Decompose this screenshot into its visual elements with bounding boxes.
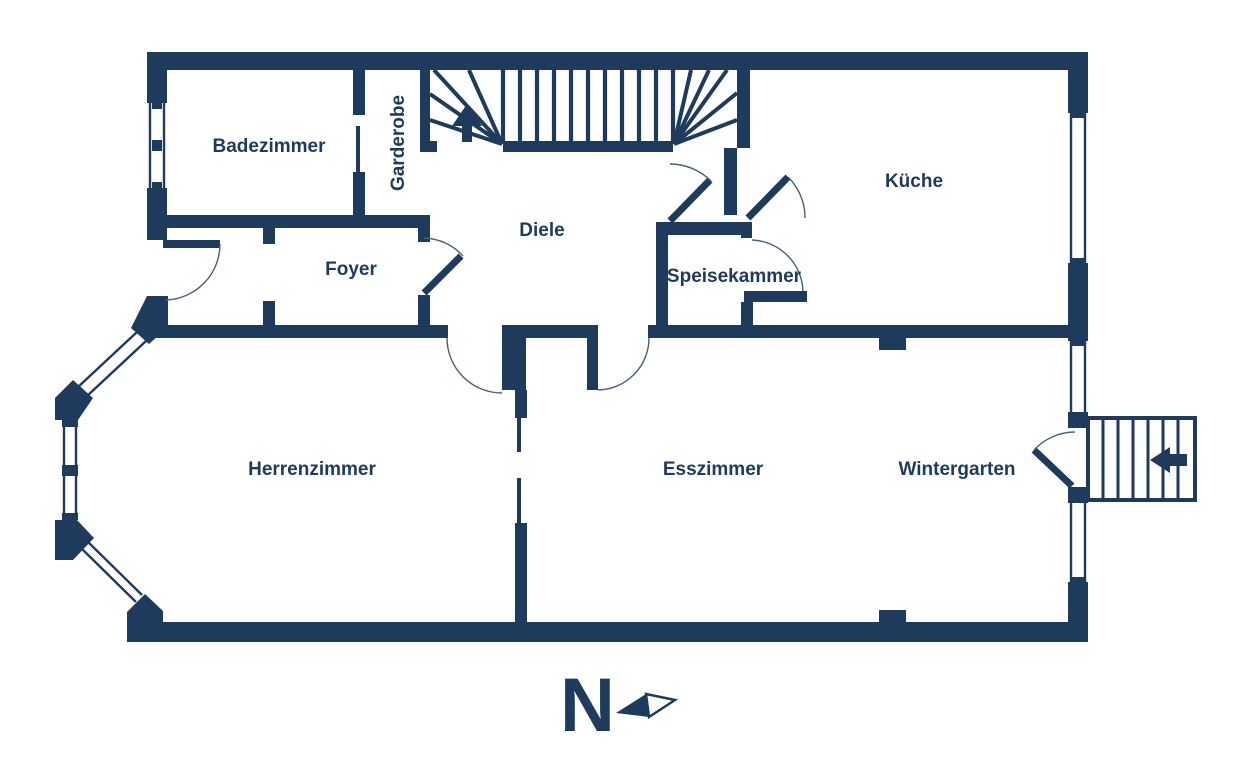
window-kueche-east: [1068, 113, 1088, 263]
wall-west-mid: [147, 188, 167, 240]
bay-post-c: [55, 520, 94, 560]
wall-east-2: [1068, 263, 1088, 341]
window-wintergarten-upper: [1068, 341, 1088, 412]
stair-wall-east: [737, 70, 750, 148]
interior-walls: [147, 70, 1088, 622]
divider-thin-2: [517, 478, 521, 523]
bay-window-bottom: [79, 539, 143, 603]
room-label-diele: Diele: [519, 220, 564, 241]
wall-east-5: [1068, 582, 1088, 642]
wall-garderobe-west-upper: [353, 70, 365, 115]
room-label-esszimmer: Esszimmer: [663, 459, 764, 480]
wall-west-upper: [147, 52, 167, 103]
bay-window-middle: [62, 420, 78, 520]
stair-treads: [500, 70, 676, 141]
wall-mid-left: [147, 325, 448, 338]
wall-south: [146, 622, 1088, 642]
window-wintergarten-lower: [1068, 503, 1088, 582]
room-label-foyer: Foyer: [325, 259, 377, 280]
entrance-door: [163, 240, 221, 301]
stair-wall-west: [420, 70, 430, 142]
divider-thin-1: [517, 418, 521, 452]
room-label-garderobe: Garderobe: [388, 95, 409, 191]
main-staircase: [428, 68, 739, 152]
compass-needle-icon: [616, 692, 679, 720]
wall-foyer-east-upper: [418, 228, 430, 242]
stair-bottom-rail: [503, 141, 673, 152]
divider-lower: [515, 523, 527, 622]
north-letter: N: [560, 663, 615, 748]
wintergarten-door: [1031, 431, 1076, 489]
room-label-badezimmer: Badezimmer: [213, 136, 327, 157]
divider-upper: [515, 390, 527, 418]
divider-post-right: [587, 338, 598, 390]
wall-east-3: [1068, 412, 1088, 428]
speisekammer-post: [741, 222, 752, 238]
room-label-speisekammer: Speisekammer: [667, 266, 802, 287]
wall-badezimmer-south: [147, 215, 430, 228]
wall-east-4: [1068, 487, 1088, 503]
room-labels: Badezimmer Küche Diele Foyer Speisekamme…: [213, 95, 1016, 480]
stair-winder-right: [672, 68, 739, 146]
wall-vestibule-upper: [263, 228, 275, 244]
speisekammer-wall-west: [656, 235, 668, 325]
north-indicator: N: [560, 663, 679, 748]
room-label-kueche: Küche: [885, 171, 943, 192]
room-label-herrenzimmer: Herrenzimmer: [248, 459, 376, 480]
garderobe-door-leaf: [356, 126, 360, 172]
wintergarten-stub-south: [879, 610, 906, 622]
stair-wall-west-foot: [420, 141, 437, 152]
entrance-steps: [1086, 416, 1197, 502]
wall-vestibule-lower: [263, 301, 275, 325]
speisekammer-stub-h: [744, 291, 807, 302]
doors: [163, 163, 1076, 489]
wall-mid-center: [502, 325, 598, 338]
diele-esszimmer-opening: [597, 337, 650, 391]
bay-post-d: [127, 594, 163, 642]
speisekammer-wall-north: [656, 222, 747, 235]
wall-north: [147, 52, 1088, 70]
window-badezimmer-west: [147, 103, 167, 188]
wintergarten-stub-north: [879, 338, 906, 350]
wall-east-1: [1068, 70, 1088, 113]
foyer-diele-door: [421, 237, 464, 296]
diele-kueche-door-left: [667, 163, 713, 224]
divider-post-left: [502, 338, 526, 390]
pier-diele-kueche: [724, 148, 737, 215]
wall-mid-right: [648, 325, 1088, 338]
stair-up-arrow-icon: [452, 104, 482, 142]
speisekammer-stub-v: [741, 302, 753, 325]
wall-foyer-east-lower: [418, 295, 430, 325]
diele-herrenzimmer-opening: [446, 337, 503, 394]
bay-post-b: [55, 380, 93, 420]
wall-garderobe-west-lower: [353, 172, 365, 215]
entrance-arrow-icon: [1150, 447, 1187, 473]
speisekammer-door: [751, 239, 804, 292]
room-label-wintergarten: Wintergarten: [898, 459, 1015, 480]
bay-window: [55, 296, 168, 642]
windows: [147, 103, 1088, 582]
diele-kueche-door-right: [745, 174, 806, 221]
bay-window-top: [76, 331, 147, 398]
